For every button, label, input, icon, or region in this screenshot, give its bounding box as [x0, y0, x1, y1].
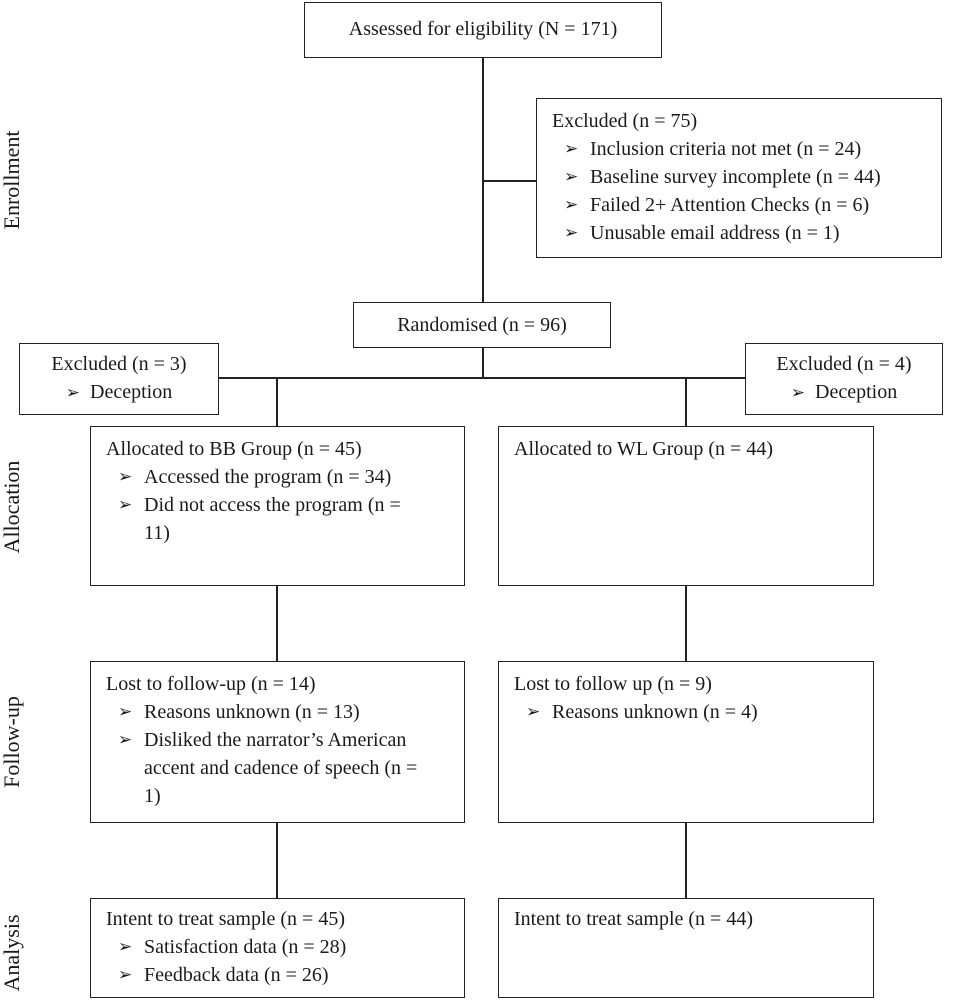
connector-wl-alloc-to-followup	[685, 585, 687, 661]
connector-bb-followup-to-analysis	[276, 822, 278, 898]
excluded-left-title: Excluded (n = 3)	[51, 353, 187, 375]
arrow-bullet-icon: ➢	[564, 223, 579, 242]
allocation-wl-title: Allocated to WL Group (n = 44)	[514, 438, 773, 460]
list-item: ➢Accessed the program (n = 34)	[118, 463, 412, 491]
list-item: ➢Disliked the narrator’s American accent…	[118, 726, 436, 810]
arrow-bullet-icon: ➢	[118, 495, 133, 514]
arrow-bullet-icon: ➢	[118, 702, 133, 721]
analysis-wl-box: Intent to treat sample (n = 44)	[498, 898, 874, 998]
analysis-bb-title: Intent to treat sample (n = 45)	[106, 908, 345, 930]
list-item: ➢Reasons unknown (n = 4)	[526, 698, 873, 726]
list-item: ➢Inclusion criteria not met (n = 24)	[564, 135, 941, 163]
arrow-bullet-icon: ➢	[564, 195, 579, 214]
excluded-main-title: Excluded (n = 75)	[552, 110, 698, 132]
excluded-left-box: Excluded (n = 3) ➢ Deception	[19, 343, 219, 415]
excluded-right-box: Excluded (n = 4) ➢ Deception	[745, 343, 943, 415]
randomised-box: Randomised (n = 96)	[353, 302, 611, 348]
randomised-label: Randomised (n = 96)	[397, 314, 567, 336]
assessed-label: Assessed for eligibility	[348, 18, 534, 40]
stage-label-allocation: Allocation	[0, 460, 24, 554]
arrow-bullet-icon: ➢	[526, 702, 541, 721]
assessed-box: Assessed for eligibility (N = 171)	[304, 2, 662, 58]
list-item: ➢Did not access the program (n = 11)	[118, 491, 412, 547]
list-item: ➢Unusable email address (n = 1)	[564, 219, 941, 247]
excluded-main-box: Excluded (n = 75) ➢Inclusion criteria no…	[536, 98, 942, 258]
connector-randomised-down	[482, 346, 484, 378]
list-item: ➢Failed 2+ Attention Checks (n = 6)	[564, 191, 941, 219]
analysis-wl-title: Intent to treat sample (n = 44)	[514, 908, 753, 930]
allocation-bb-box: Allocated to BB Group (n = 45) ➢Accessed…	[90, 426, 465, 586]
arrow-bullet-icon: ➢	[564, 139, 579, 158]
list-item: ➢Satisfaction data (n = 28)	[118, 933, 464, 961]
connector-wl-followup-to-analysis	[685, 822, 687, 898]
arrow-bullet-icon: ➢	[118, 730, 133, 749]
followup-wl-box: Lost to follow up (n = 9) ➢Reasons unkno…	[498, 661, 874, 823]
stage-label-analysis: Analysis	[0, 914, 24, 992]
allocation-bb-title: Allocated to BB Group (n = 45)	[106, 438, 362, 460]
analysis-bb-box: Intent to treat sample (n = 45) ➢Satisfa…	[90, 898, 465, 998]
list-item: ➢ Deception	[65, 381, 173, 403]
arrow-bullet-icon: ➢	[564, 167, 579, 186]
connector-right-branch	[685, 377, 687, 426]
stage-label-followup: Follow-up	[0, 696, 24, 788]
followup-bb-title: Lost to follow-up (n = 14)	[106, 673, 316, 695]
arrow-bullet-icon: ➢	[118, 937, 133, 956]
allocation-wl-box: Allocated to WL Group (n = 44)	[498, 426, 874, 586]
connector-split-horizontal	[218, 377, 746, 379]
connector-left-branch	[276, 377, 278, 426]
connector-bb-alloc-to-followup	[276, 585, 278, 661]
arrow-bullet-icon: ➢	[118, 965, 133, 984]
followup-bb-box: Lost to follow-up (n = 14) ➢Reasons unkn…	[90, 661, 465, 823]
followup-wl-title: Lost to follow up (n = 9)	[514, 673, 712, 695]
list-item: ➢Baseline survey incomplete (n = 44)	[564, 163, 941, 191]
arrow-bullet-icon: ➢	[65, 383, 81, 402]
list-item: ➢Feedback data (n = 26)	[118, 961, 464, 989]
arrow-bullet-icon: ➢	[118, 467, 133, 486]
list-item: ➢Reasons unknown (n = 13)	[118, 698, 436, 726]
list-item: ➢ Deception	[790, 381, 898, 403]
arrow-bullet-icon: ➢	[790, 383, 806, 402]
assessed-count: (N = 171)	[538, 18, 618, 40]
stage-label-enrollment: Enrollment	[0, 130, 24, 230]
excluded-right-title: Excluded (n = 4)	[776, 353, 912, 375]
connector-to-excluded-main	[482, 180, 536, 182]
